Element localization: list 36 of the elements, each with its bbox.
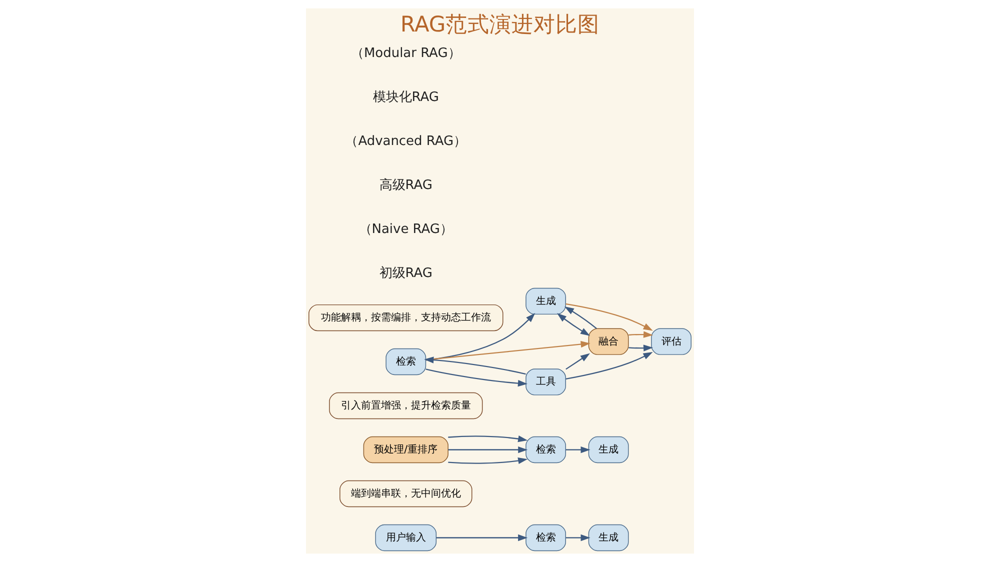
arrow — [566, 352, 653, 380]
node-box: 检索 — [526, 436, 566, 464]
arrow — [448, 446, 528, 454]
node-box: 引入前置增强，提升检索质量 — [329, 392, 483, 420]
arrow — [436, 534, 528, 542]
arrow — [448, 436, 528, 442]
node-box: 生成 — [526, 288, 566, 315]
node-box: 检索 — [526, 524, 566, 552]
arrow — [628, 344, 654, 352]
arrow — [448, 457, 528, 464]
node-box: 融合 — [588, 328, 629, 355]
node-box: 工具 — [526, 368, 566, 396]
diagram-title: RAG范式演进对比图 — [400, 12, 600, 38]
node-box: 评估 — [651, 328, 692, 355]
label: （Naive RAG） — [358, 222, 453, 237]
label: 初级RAG — [379, 266, 432, 281]
node-box: 生成 — [588, 524, 629, 552]
node-box: 功能解耦，按需编排，支持动态工作流 — [308, 304, 504, 332]
arrow — [566, 353, 590, 370]
node-box: 预处理/重排序 — [363, 436, 448, 464]
node-box: 生成 — [588, 436, 629, 464]
node-box: 用户输入 — [375, 524, 437, 552]
node-box: 检索 — [386, 348, 426, 376]
label: （Advanced RAG） — [345, 134, 467, 149]
arrow — [424, 356, 526, 375]
arrow — [628, 331, 654, 338]
label: （Modular RAG） — [351, 46, 461, 61]
arrow — [564, 306, 597, 330]
arrow — [556, 313, 590, 336]
label: 模块化RAG — [372, 90, 439, 105]
arrow — [426, 368, 528, 387]
arrow — [566, 534, 590, 542]
arrow — [566, 303, 653, 331]
label: 高级RAG — [379, 178, 432, 193]
arrow — [566, 446, 590, 454]
node-box: 端到端串联，无中间优化 — [340, 480, 472, 508]
